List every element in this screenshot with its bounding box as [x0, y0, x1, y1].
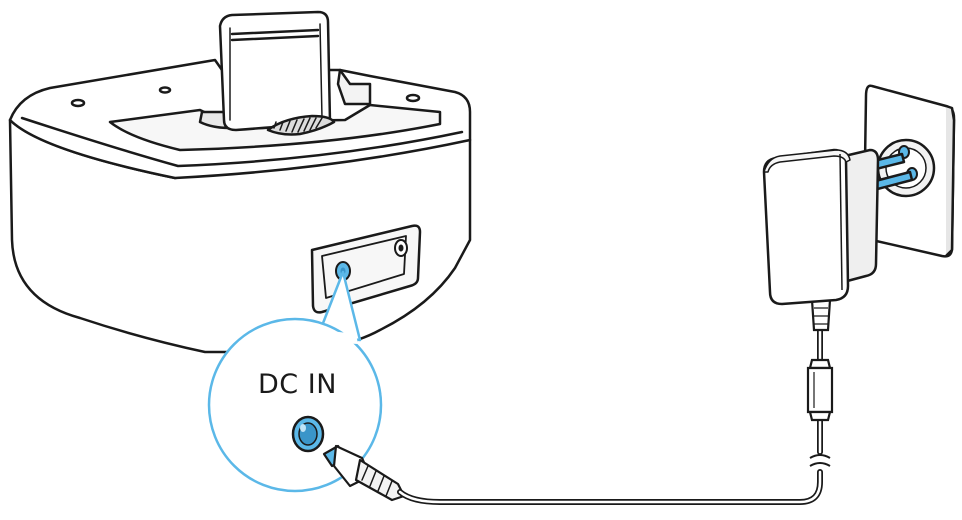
power-cable	[397, 469, 823, 505]
dc-in-socket-enlarged-highlight	[300, 424, 306, 432]
dc-plug-ribs	[361, 465, 393, 497]
adapter-front	[762, 148, 850, 306]
dc-in-label: DC IN	[258, 369, 337, 400]
adapter-side-edge	[839, 153, 843, 291]
power-cable-highlight	[398, 470, 822, 504]
device-support-slot	[230, 28, 320, 42]
top-screw-right	[405, 93, 421, 103]
power-adapter	[762, 148, 914, 306]
dc-plug	[322, 444, 406, 502]
docking-speaker	[8, 10, 472, 354]
rear-panel-inner	[321, 235, 407, 299]
adapter-strain-relief	[810, 298, 832, 332]
top-screw-left	[70, 98, 86, 108]
wall-plate-side	[945, 104, 956, 257]
ferrite-bead	[806, 358, 834, 422]
adjustment-wheel-grip	[273, 117, 323, 133]
panel-aux-jack-pin	[398, 244, 404, 252]
callout-pointer-seam-cover	[318, 330, 358, 344]
device-support-inner-edge	[229, 23, 323, 121]
dock-riser	[336, 68, 372, 106]
adapter-top	[763, 149, 851, 173]
dc-plug-strain-relief	[354, 458, 406, 502]
speaker-top-bevel	[20, 116, 464, 168]
cable-break-marks	[809, 454, 831, 467]
top-screw-mid	[158, 86, 172, 94]
